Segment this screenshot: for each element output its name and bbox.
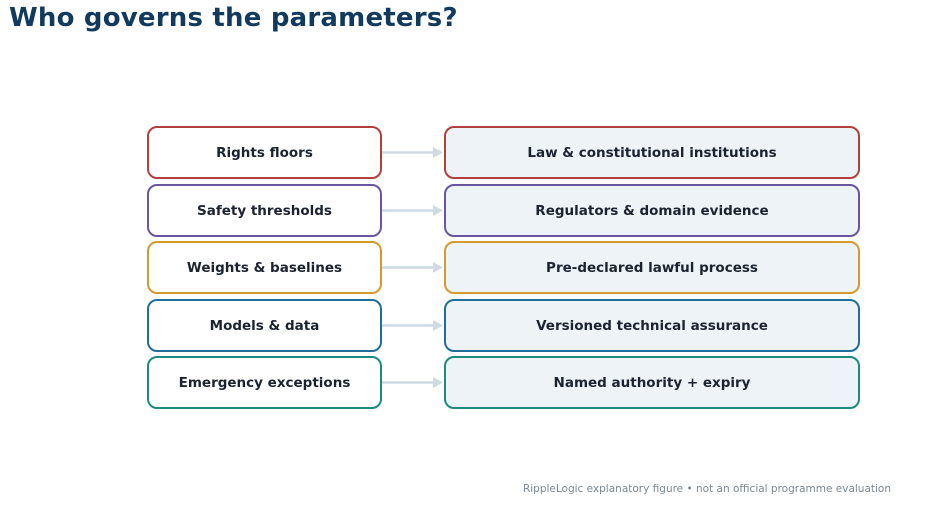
arrow-right-icon xyxy=(382,320,443,331)
governance-row: Models & data Versioned technical assura… xyxy=(0,299,933,352)
footer-note: RippleLogic explanatory figure • not an … xyxy=(522,483,891,495)
page-title: Who governs the parameters? xyxy=(9,3,458,33)
authority-box: Law & constitutional institutions xyxy=(444,126,860,179)
governance-row: Weights & baselines Pre-declared lawful … xyxy=(0,241,933,294)
governance-row: Rights floors Law & constitutional insti… xyxy=(0,126,933,179)
arrow-right-icon xyxy=(382,377,443,388)
parameter-box: Emergency exceptions xyxy=(147,356,382,409)
governance-row: Emergency exceptions Named authority + e… xyxy=(0,356,933,409)
parameter-box: Models & data xyxy=(147,299,382,352)
arrow-right-icon xyxy=(382,205,443,216)
governance-row: Safety thresholds Regulators & domain ev… xyxy=(0,184,933,237)
parameter-box: Safety thresholds xyxy=(147,184,382,237)
parameter-box: Weights & baselines xyxy=(147,241,382,294)
authority-box: Versioned technical assurance xyxy=(444,299,860,352)
parameter-box: Rights floors xyxy=(147,126,382,179)
arrow-right-icon xyxy=(382,147,443,158)
authority-box: Regulators & domain evidence xyxy=(444,184,860,237)
arrow-right-icon xyxy=(382,262,443,273)
authority-box: Pre-declared lawful process xyxy=(444,241,860,294)
authority-box: Named authority + expiry xyxy=(444,356,860,409)
